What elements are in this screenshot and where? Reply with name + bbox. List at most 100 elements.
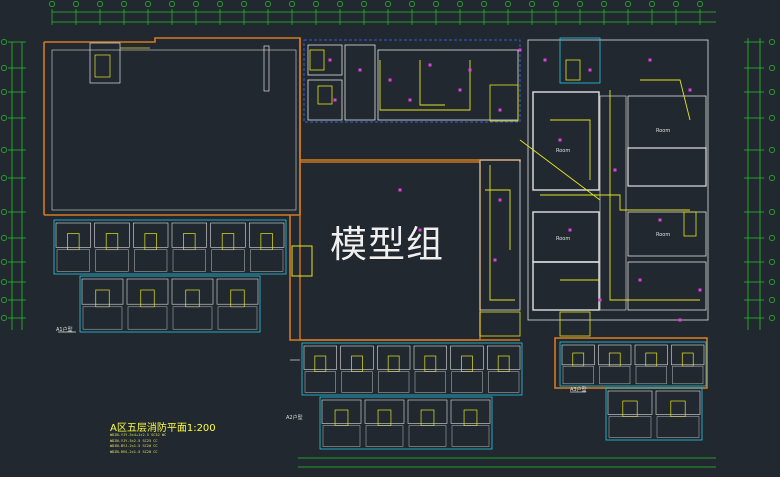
- device-marker: [498, 108, 502, 112]
- unit-room: [607, 390, 653, 415]
- axis-bubble: [97, 1, 103, 7]
- watermark-text: 模型组: [330, 223, 444, 266]
- device-marker: [638, 278, 642, 282]
- unit-room: [126, 278, 169, 305]
- device-marker: [678, 318, 682, 322]
- axis-bubble: [577, 1, 583, 7]
- axis-bubble: [217, 1, 223, 7]
- wing-outline: [53, 219, 287, 275]
- wing-label-left: A1户型: [56, 327, 73, 333]
- device-marker: [688, 88, 692, 92]
- unit-room: [171, 222, 207, 248]
- top-dimension-chain: [52, 11, 716, 23]
- axis-bubble: [145, 1, 151, 7]
- fire-devices: [328, 48, 702, 322]
- axis-bubble: [769, 279, 775, 285]
- unit-room: [451, 425, 490, 447]
- device-marker: [613, 168, 617, 172]
- axis-bubble: [769, 39, 775, 45]
- unit-room: [81, 278, 124, 305]
- side-dimension-ticks: [1, 39, 775, 321]
- axis-bubble: [769, 147, 775, 153]
- axis-bubble: [241, 1, 247, 7]
- unit-room: [656, 416, 700, 438]
- unit-room: [94, 222, 130, 248]
- unit-room: [211, 249, 245, 272]
- axis-bubble: [1, 209, 7, 215]
- unit-room: [172, 249, 206, 272]
- unit-room: [599, 365, 631, 385]
- axis-bubble: [769, 89, 775, 95]
- wing-outline: [79, 275, 261, 333]
- wing-outline: [319, 396, 493, 450]
- unit-room: [172, 306, 213, 330]
- axis-bubble: [313, 1, 319, 7]
- room-label: Room: [656, 232, 671, 238]
- note-line: WDZN-YJY-5×4+1×2.5 SC32 WC: [110, 433, 167, 437]
- axis-bubble: [1, 259, 7, 265]
- note-line: WDZN-BYJ-2×1.5 SC20 CC: [110, 444, 158, 449]
- device-marker: [518, 48, 522, 52]
- unit-room: [134, 249, 168, 272]
- axis-bubble: [265, 1, 271, 7]
- axis-bubble: [769, 297, 775, 303]
- stair-core: [291, 245, 313, 277]
- fire-alarm-wiring: [379, 60, 700, 301]
- device-marker: [558, 138, 562, 142]
- device-marker: [418, 228, 422, 232]
- axis-bubble: [1, 147, 7, 153]
- unit-room: [450, 345, 484, 370]
- device-marker: [458, 88, 462, 92]
- axis-bubble: [433, 1, 439, 7]
- unit-room: [95, 249, 129, 272]
- note-line: WDZN-YJY-5×2.5 SC25 CC: [110, 438, 158, 443]
- axis-bubble: [505, 1, 511, 7]
- unit-room: [488, 371, 520, 393]
- device-marker: [468, 68, 472, 72]
- axis-bubble: [673, 1, 679, 7]
- unit-room: [171, 278, 214, 305]
- unit-room: [561, 344, 595, 366]
- upper-center-rooms: [303, 39, 521, 123]
- unit-room: [322, 425, 361, 447]
- unit-room: [450, 399, 491, 424]
- unit-room: [608, 416, 652, 438]
- room-label: Room: [556, 148, 571, 154]
- unit-room: [249, 222, 285, 248]
- axis-bubble: [1, 175, 7, 181]
- unit-room: [210, 222, 246, 248]
- apartment-wings: [53, 219, 707, 450]
- device-marker: [333, 98, 337, 102]
- unit-room: [321, 399, 362, 424]
- unit-room: [407, 399, 448, 424]
- unit-room: [82, 306, 123, 330]
- device-marker: [358, 68, 362, 72]
- wiring-notes: WDZN-YJY-5×4+1×2.5 SC32 WC WDZN-YJY-5×2.…: [110, 433, 166, 455]
- wing-outline: [559, 341, 707, 387]
- device-marker: [598, 298, 602, 302]
- unit-room: [377, 345, 411, 370]
- axis-bubble: [457, 1, 463, 7]
- unit-room: [364, 399, 405, 424]
- unit-room: [408, 425, 447, 447]
- device-marker: [658, 218, 662, 222]
- device-marker: [388, 78, 392, 82]
- device-marker: [328, 58, 332, 62]
- device-marker: [408, 98, 412, 102]
- unit-room: [672, 365, 704, 385]
- unit-room: [655, 390, 701, 415]
- room-label: Room: [656, 128, 671, 134]
- unit-room: [562, 365, 594, 385]
- axis-bubble: [769, 175, 775, 181]
- axis-bubble: [769, 209, 775, 215]
- unit-room: [413, 345, 447, 370]
- unit-room: [341, 371, 373, 393]
- axis-bubble: [1, 235, 7, 241]
- wing-outline: [301, 342, 523, 396]
- device-marker: [698, 288, 702, 292]
- axis-bubble: [529, 1, 535, 7]
- unit-room: [671, 344, 705, 366]
- axis-bubble: [361, 1, 367, 7]
- unit-room: [217, 306, 258, 330]
